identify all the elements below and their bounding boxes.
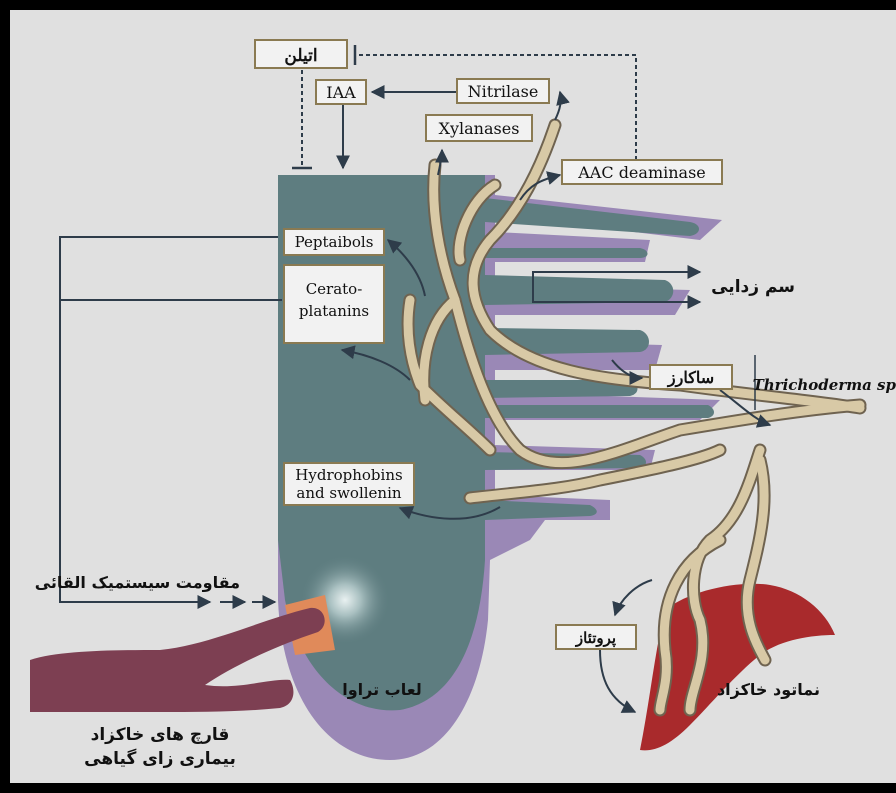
protease-label: پروتئاز xyxy=(575,629,616,648)
ethylene-box: اتیلن xyxy=(255,40,347,68)
nematode-label: نماتود خاکزاد xyxy=(717,680,820,699)
nitrilase-label: Nitrilase xyxy=(468,82,539,101)
species-label: Thrichoderma sp xyxy=(753,376,896,394)
mucilage-label: لعاب تراوا xyxy=(342,680,422,699)
hydrophobins-box: Hydrophobins and swollenin xyxy=(284,463,414,505)
cerato-platanins-box: Cerato- platanins xyxy=(284,265,384,343)
nitrilase-box: Nitrilase xyxy=(457,79,549,103)
pathogen-label-1: قارچ های خاکزاد xyxy=(91,725,230,745)
hydrophobins-label-1: Hydrophobins xyxy=(295,466,402,484)
iaa-label: IAA xyxy=(326,83,356,102)
xylanases-label: Xylanases xyxy=(439,119,520,138)
iaa-box: IAA xyxy=(316,80,366,104)
hydrophobins-label-2: and swollenin xyxy=(296,484,401,502)
xylanases-box: Xylanases xyxy=(426,115,532,141)
acc-deaminase-label: AAC deaminase xyxy=(577,163,706,182)
saccharase-label: ساکارز xyxy=(667,368,714,388)
ethylene-label: اتیلن xyxy=(284,46,317,66)
pathogen-label-2: بیماری زای گیاهی xyxy=(84,748,236,769)
peptaibols-box: Peptaibols xyxy=(284,229,384,255)
isr-label: مقاومت سیستمیک القائی xyxy=(35,573,240,592)
peptaibols-label: Peptaibols xyxy=(295,233,374,251)
detox-label: سم زدایی xyxy=(711,277,795,297)
protease-box: پروتئاز xyxy=(556,625,636,649)
cerato-label-2: platanins xyxy=(299,302,369,320)
cerato-label-1: Cerato- xyxy=(306,280,363,298)
saccharase-box: ساکارز xyxy=(650,365,732,389)
acc-deaminase-box: AAC deaminase xyxy=(562,160,722,184)
